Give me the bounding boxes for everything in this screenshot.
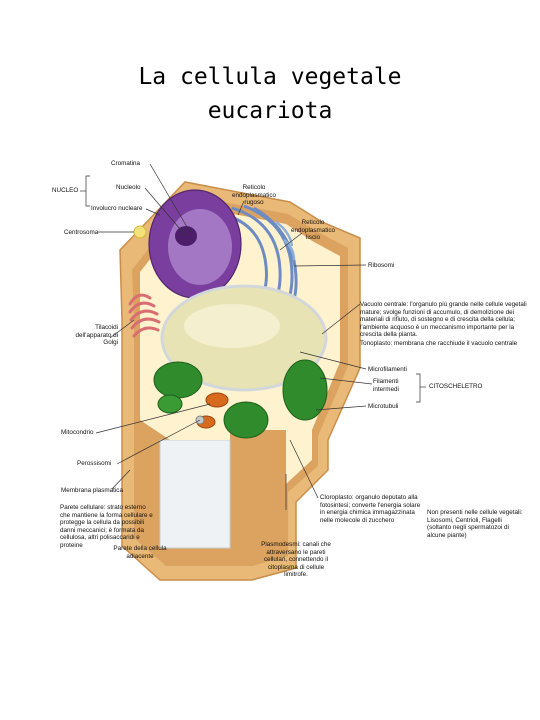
label-mitochondrion: Mitocondrio bbox=[61, 429, 94, 436]
nucleus bbox=[148, 189, 242, 299]
label-chromatin: Cromatina bbox=[111, 160, 141, 167]
label-microfilaments: Microfilamenti bbox=[368, 366, 407, 373]
label-central-vacuole: Vacuolo centrale: l'organulo più grande … bbox=[360, 301, 527, 339]
label-centrosome: Centrosoma bbox=[64, 229, 99, 236]
label-microtubules: Microtubuli bbox=[368, 403, 399, 410]
label-nuclear-envelope: Involucro nucleare bbox=[91, 205, 143, 212]
label-plasma-membrane: Membrana plasmatica bbox=[61, 487, 123, 494]
label-ribosomes: Ribosomi bbox=[368, 262, 395, 269]
label-plasmodesmata: Plasmodesmi: canali che attraversano le … bbox=[261, 541, 331, 579]
label-brackets bbox=[80, 175, 426, 403]
leader-lines bbox=[95, 163, 373, 510]
label-nucleus: NUCLEO bbox=[52, 187, 79, 194]
label-cell-wall: Parete cellulare: strato esterno che man… bbox=[60, 504, 153, 549]
label-intermediate-filaments: Filamenti intermedi bbox=[373, 378, 399, 393]
adjacent-cell bbox=[159, 439, 231, 549]
golgi-apparatus bbox=[128, 293, 161, 338]
label-peroxisomes: Perossisomi bbox=[77, 460, 112, 467]
label-nucleolus: Nucleolo bbox=[116, 184, 141, 191]
page-title-line-2: eucariota bbox=[207, 98, 333, 124]
label-cytoskeleton: CITOSCHELETRO bbox=[429, 383, 483, 390]
page-title-line-1: La cellula vegetale bbox=[138, 64, 402, 90]
note-absent-organelles: Non presenti nelle cellule vegetali: Lis… bbox=[427, 509, 523, 539]
smooth-er bbox=[275, 220, 296, 261]
label-rough-er: Reticolo endoplasmatico rugoso bbox=[231, 184, 277, 207]
centrosome bbox=[133, 225, 147, 239]
label-chloroplast: Cloroplasto: organulo deputato alla foto… bbox=[320, 494, 421, 524]
label-smooth-er: Reticolo endoplasmatico liscio bbox=[290, 219, 336, 242]
label-golgi: Tilacoidi dell'apparato di Golgi bbox=[75, 324, 118, 347]
label-tonoplast: Tonoplasto: membrana che racchiude il va… bbox=[360, 340, 518, 347]
label-adjacent-wall: Parete della cellula adiacente bbox=[113, 545, 167, 560]
chloroplasts bbox=[153, 359, 328, 439]
